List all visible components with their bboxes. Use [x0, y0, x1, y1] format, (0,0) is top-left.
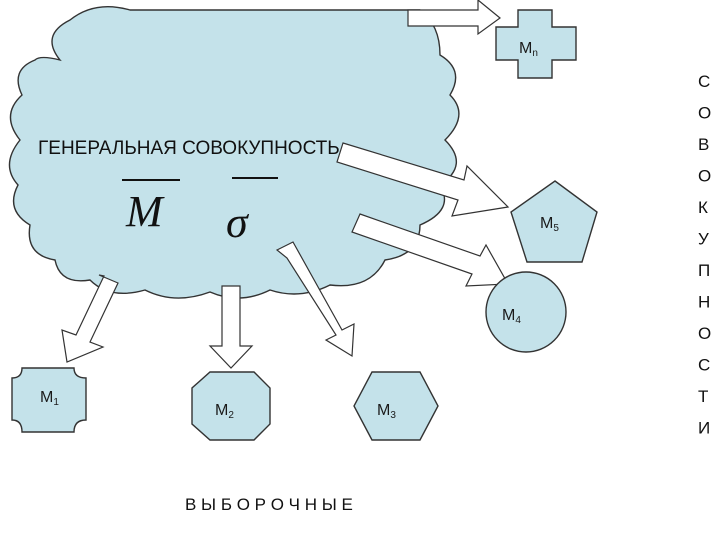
sample-m3-label: M3: [377, 402, 396, 421]
side-caption-letter: К: [698, 198, 708, 217]
side-caption-letter: Т: [698, 387, 708, 406]
arrow-to-m5: [336, 142, 510, 217]
sample-mn: Mn: [495, 9, 577, 79]
arrow-to-m3: [275, 241, 355, 358]
arrow-to-m1: [61, 274, 119, 363]
side-caption-letter: О: [698, 167, 711, 186]
side-caption-letter: У: [698, 230, 709, 249]
sample-m4: M4: [485, 271, 567, 353]
sample-m5-label: M5: [540, 215, 559, 234]
sample-m1-label: M1: [40, 389, 59, 408]
side-caption-letter: С: [698, 356, 710, 375]
arrow-to-mn: [407, 0, 501, 36]
side-caption-letter: С: [698, 72, 710, 91]
arrow-to-m2: [208, 285, 254, 369]
sample-m2-label: M2: [215, 402, 234, 421]
side-caption-letter: П: [698, 261, 710, 280]
side-caption-letter: О: [698, 104, 711, 123]
population-title: ГЕНЕРАЛЬНАЯ СОВОКУПНОСТЬ: [38, 138, 340, 159]
sample-m5: M5: [510, 180, 598, 263]
sigma-symbol: σ: [226, 198, 250, 247]
sample-mn-label: Mn: [519, 40, 538, 59]
bottom-caption: В Ы Б О Р О Ч Н Ы Е: [185, 495, 353, 514]
side-caption-letter: Н: [698, 293, 710, 312]
arrow-to-m4: [351, 213, 510, 287]
side-caption-letter: И: [698, 419, 710, 438]
mean-symbol: M: [125, 187, 165, 236]
side-caption-letter: О: [698, 324, 711, 343]
sample-m4-label: M4: [502, 307, 521, 326]
sample-m1: M1: [11, 367, 87, 433]
sample-m2: M2: [191, 371, 271, 441]
sample-m3: M3: [353, 371, 439, 441]
population-cloud: [8, 5, 460, 299]
side-caption-letter: В: [698, 135, 709, 154]
